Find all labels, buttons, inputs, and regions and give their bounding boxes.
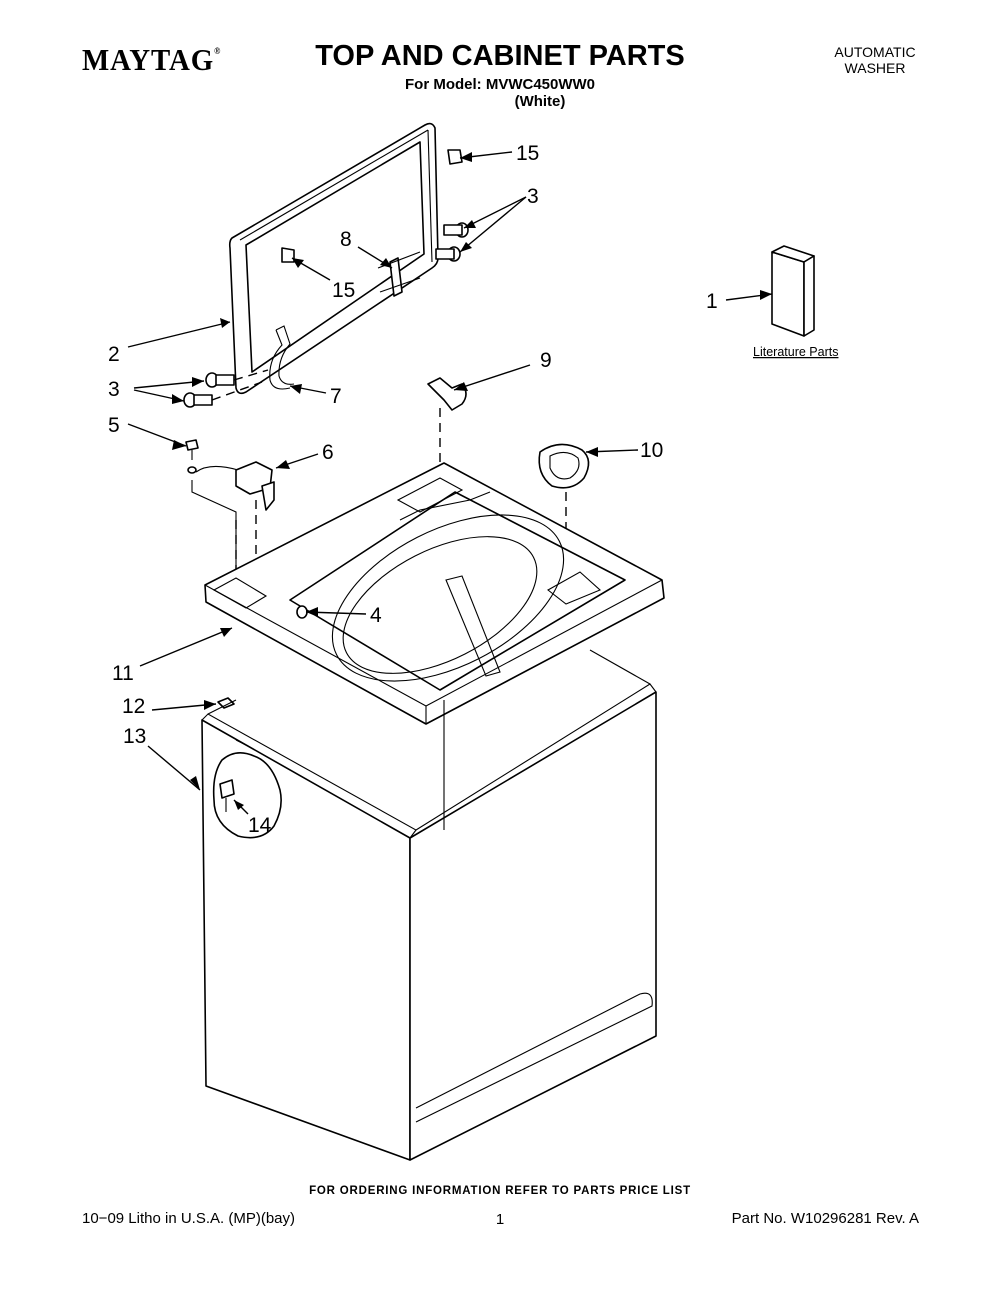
dispenser-cup	[538, 443, 590, 580]
callout-13: 13	[123, 725, 146, 748]
callout-12: 12	[122, 695, 145, 718]
litho-info: 10−09 Litho in U.S.A. (MP)(bay)	[82, 1210, 296, 1227]
color-line: (White)	[514, 93, 566, 110]
model-line: For Model: MVWC450WW0	[405, 76, 595, 93]
leader-lines	[127, 151, 773, 815]
lid-bumpers	[281, 149, 463, 263]
product-type-line1: AUTOMATIC	[834, 44, 916, 60]
page-title: TOP AND CABINET PARTS	[315, 40, 685, 72]
callout-1: 1	[706, 290, 718, 313]
callout-4: 4	[370, 604, 382, 627]
callout-7: 7	[330, 385, 342, 408]
callout-14: 14	[248, 814, 272, 837]
brand-text: MAYTAG	[82, 42, 215, 77]
washer-cabinet	[201, 649, 657, 1161]
lid-rod	[269, 325, 295, 390]
callout-11: 11	[112, 662, 134, 685]
wire-clip	[427, 377, 467, 462]
cabinet-cutaway-screw	[212, 752, 282, 839]
literature-parts-label: Literature Parts	[753, 345, 838, 359]
registered-mark: ®	[214, 46, 222, 56]
washer-top-panel	[204, 462, 665, 725]
callout-8: 8	[340, 228, 352, 251]
lid-part	[228, 122, 439, 395]
callout-6: 6	[322, 441, 334, 464]
callout-2: 2	[108, 343, 120, 366]
callout-5: 5	[108, 414, 120, 437]
callout-15-top: 15	[516, 142, 539, 165]
brand-logo: MAYTAG®	[82, 42, 221, 78]
hinge-screws-right	[435, 222, 469, 262]
callout-9: 9	[540, 349, 552, 372]
callout-3-right: 3	[527, 185, 539, 208]
part-number: Part No. W10296281 Rev. A	[731, 1210, 919, 1227]
cabinet-nut	[217, 697, 235, 709]
callout-numbers: 15 3 8 15 1 2 3 7 9 5 6 10 4 11 12 13 14	[108, 142, 718, 837]
page-number: 1	[495, 1211, 505, 1228]
ordering-note: FOR ORDERING INFORMATION REFER TO PARTS …	[309, 1185, 691, 1197]
callout-3-left: 3	[108, 378, 120, 401]
hinge-screws-left	[183, 369, 269, 408]
lid-hinge-bracket	[377, 251, 421, 297]
literature-packet	[771, 245, 815, 337]
callout-15-lid: 15	[332, 279, 355, 302]
callout-10: 10	[640, 439, 663, 462]
product-type-line2: WASHER	[844, 60, 906, 76]
